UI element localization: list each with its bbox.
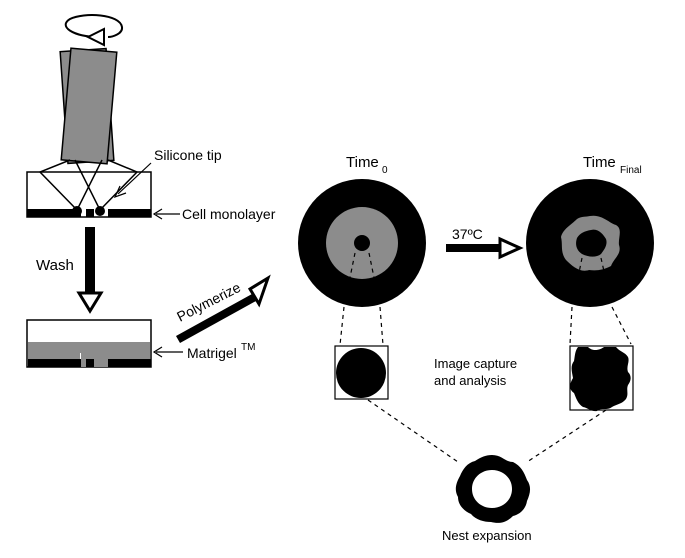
nest-time-final bbox=[576, 229, 607, 257]
image-capture-label-line2: and analysis bbox=[434, 373, 507, 388]
time0-subscript: 0 bbox=[382, 165, 388, 176]
well-top bbox=[26, 159, 152, 218]
incubation-arrow-icon bbox=[446, 236, 524, 260]
cell-monolayer-label: Cell monolayer bbox=[182, 206, 276, 222]
silicone-tip-right bbox=[95, 206, 105, 216]
pipette bbox=[59, 47, 118, 165]
silicone-tip-pointer bbox=[117, 162, 152, 195]
well-time0 bbox=[298, 179, 426, 307]
well-time-final bbox=[526, 179, 654, 307]
nest-time0 bbox=[354, 235, 370, 251]
polymerize-arrow-icon bbox=[176, 274, 271, 343]
polymerize-label: Polymerize bbox=[174, 279, 243, 325]
wash-arrow-icon bbox=[76, 227, 104, 314]
nest-expansion-ring bbox=[455, 455, 531, 523]
silicone-tip-label: Silicone tip bbox=[154, 147, 222, 163]
time-final-label: Time bbox=[583, 154, 616, 171]
time-final-subscript: Final bbox=[620, 165, 642, 176]
silicone-tip-left bbox=[72, 206, 82, 216]
matrigel-trademark: TM bbox=[241, 342, 255, 353]
rotation-arrow-icon bbox=[64, 14, 124, 47]
image-capture-label-line1: Image capture bbox=[434, 356, 517, 371]
image-capture-time-final bbox=[569, 345, 634, 412]
time0-label: Time bbox=[346, 154, 379, 171]
wash-label: Wash bbox=[36, 257, 74, 274]
nest-expansion-label: Nest expansion bbox=[442, 528, 532, 543]
well-matrigel bbox=[26, 319, 152, 368]
temperature-label: 37ºC bbox=[452, 226, 483, 242]
matrigel-label: Matrigel bbox=[187, 345, 237, 361]
image-capture-time0 bbox=[334, 345, 389, 400]
